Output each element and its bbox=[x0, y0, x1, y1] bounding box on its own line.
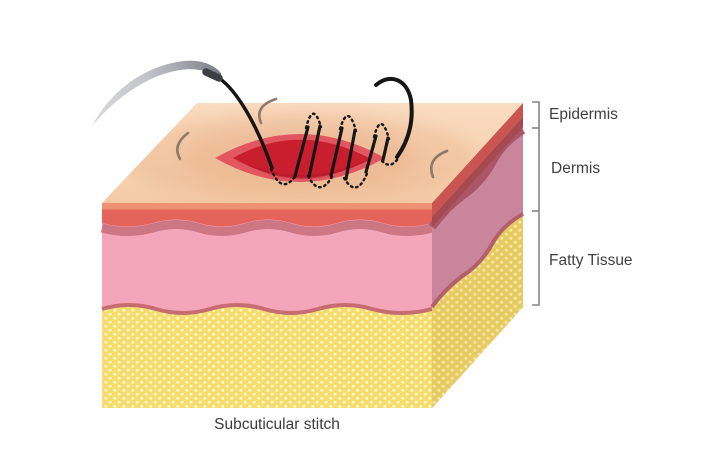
suture-thread bbox=[217, 76, 414, 189]
stitch-segment-4 bbox=[344, 128, 357, 181]
needle-body bbox=[92, 60, 221, 127]
over-loop-3 bbox=[372, 122, 391, 141]
fatty-side-dots bbox=[432, 214, 523, 408]
side-face bbox=[428, 103, 526, 408]
stitch-segment-5 bbox=[364, 134, 378, 174]
label-dermis: Dermis bbox=[551, 160, 601, 177]
skin-block bbox=[100, 97, 526, 408]
needle-swage bbox=[202, 68, 223, 82]
over-loop-1 bbox=[304, 112, 323, 130]
stitch-segment-6 bbox=[381, 136, 390, 162]
stitch-segment-2 bbox=[307, 124, 322, 179]
under-loop-1 bbox=[269, 167, 298, 186]
thread-from-needle bbox=[217, 76, 274, 170]
dermis-wavy-band bbox=[100, 220, 434, 236]
epidermis-side-dark bbox=[432, 117, 523, 227]
wound-depth-shading bbox=[245, 161, 365, 180]
hair-strand-top bbox=[258, 97, 278, 125]
stitch-segment-1 bbox=[293, 125, 310, 178]
under-loop-2 bbox=[306, 173, 335, 189]
hair-strand-left bbox=[176, 131, 190, 161]
fatty-front-border bbox=[101, 303, 433, 315]
thread-hidden-loops bbox=[269, 112, 401, 189]
layer-bracket bbox=[532, 101, 540, 306]
front-face bbox=[100, 203, 434, 408]
under-loop-3 bbox=[342, 169, 370, 189]
fatty-front-dots bbox=[102, 305, 432, 408]
epidermis-side-bright bbox=[432, 103, 523, 217]
fatty-side-border bbox=[430, 212, 524, 309]
label-epidermis: Epidermis bbox=[549, 106, 618, 123]
hair-strand-right bbox=[429, 149, 449, 179]
label-fatty-tissue: Fatty Tissue bbox=[549, 252, 633, 269]
hairs bbox=[176, 97, 449, 179]
bracket-spine bbox=[532, 101, 540, 306]
exit-trail bbox=[380, 155, 401, 166]
epidermis-front-highlight bbox=[102, 203, 432, 210]
over-loop-2 bbox=[338, 114, 358, 133]
thread-exit-hook bbox=[374, 76, 414, 159]
suture-needle bbox=[92, 60, 223, 127]
caption-subcuticular-stitch: Subcuticular stitch bbox=[214, 416, 340, 433]
stitch-segment-3 bbox=[329, 126, 344, 178]
thread-visible-segments bbox=[217, 76, 414, 181]
